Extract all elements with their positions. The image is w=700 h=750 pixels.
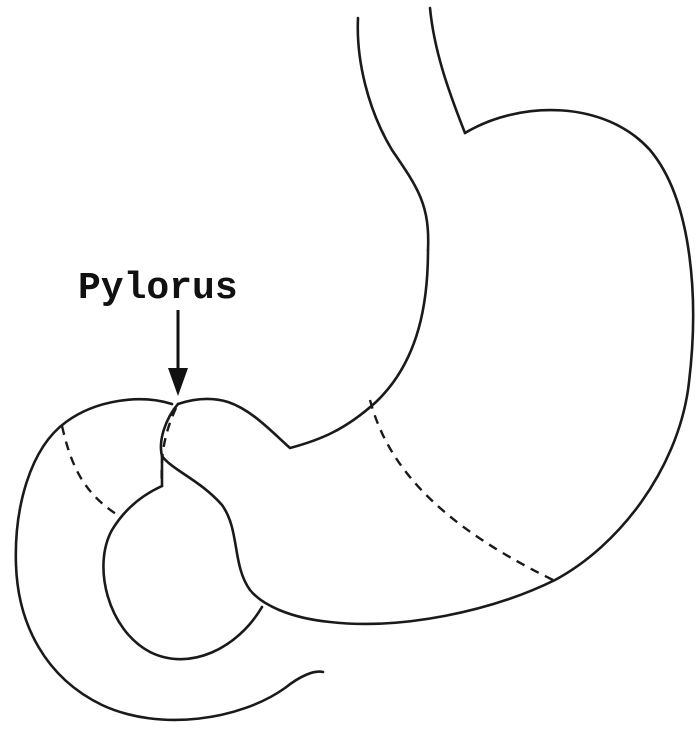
esophagus-right-wall: [428, 6, 467, 135]
pyloric-dashed-line: [160, 407, 178, 487]
stomach-lesser-curvature: [176, 248, 430, 450]
antrum-dashed-line: [368, 399, 554, 582]
pylorus-arrow-head: [168, 368, 188, 396]
esophagus-left-wall: [356, 16, 430, 252]
pylorus-label: Pylorus: [78, 267, 238, 310]
duodenum-outer-wall: [14, 398, 325, 722]
duodenum-inner-wall: [102, 484, 264, 661]
duodenal-bulb-dashed-line: [60, 425, 117, 515]
stomach-greater-curvature: [160, 108, 695, 626]
